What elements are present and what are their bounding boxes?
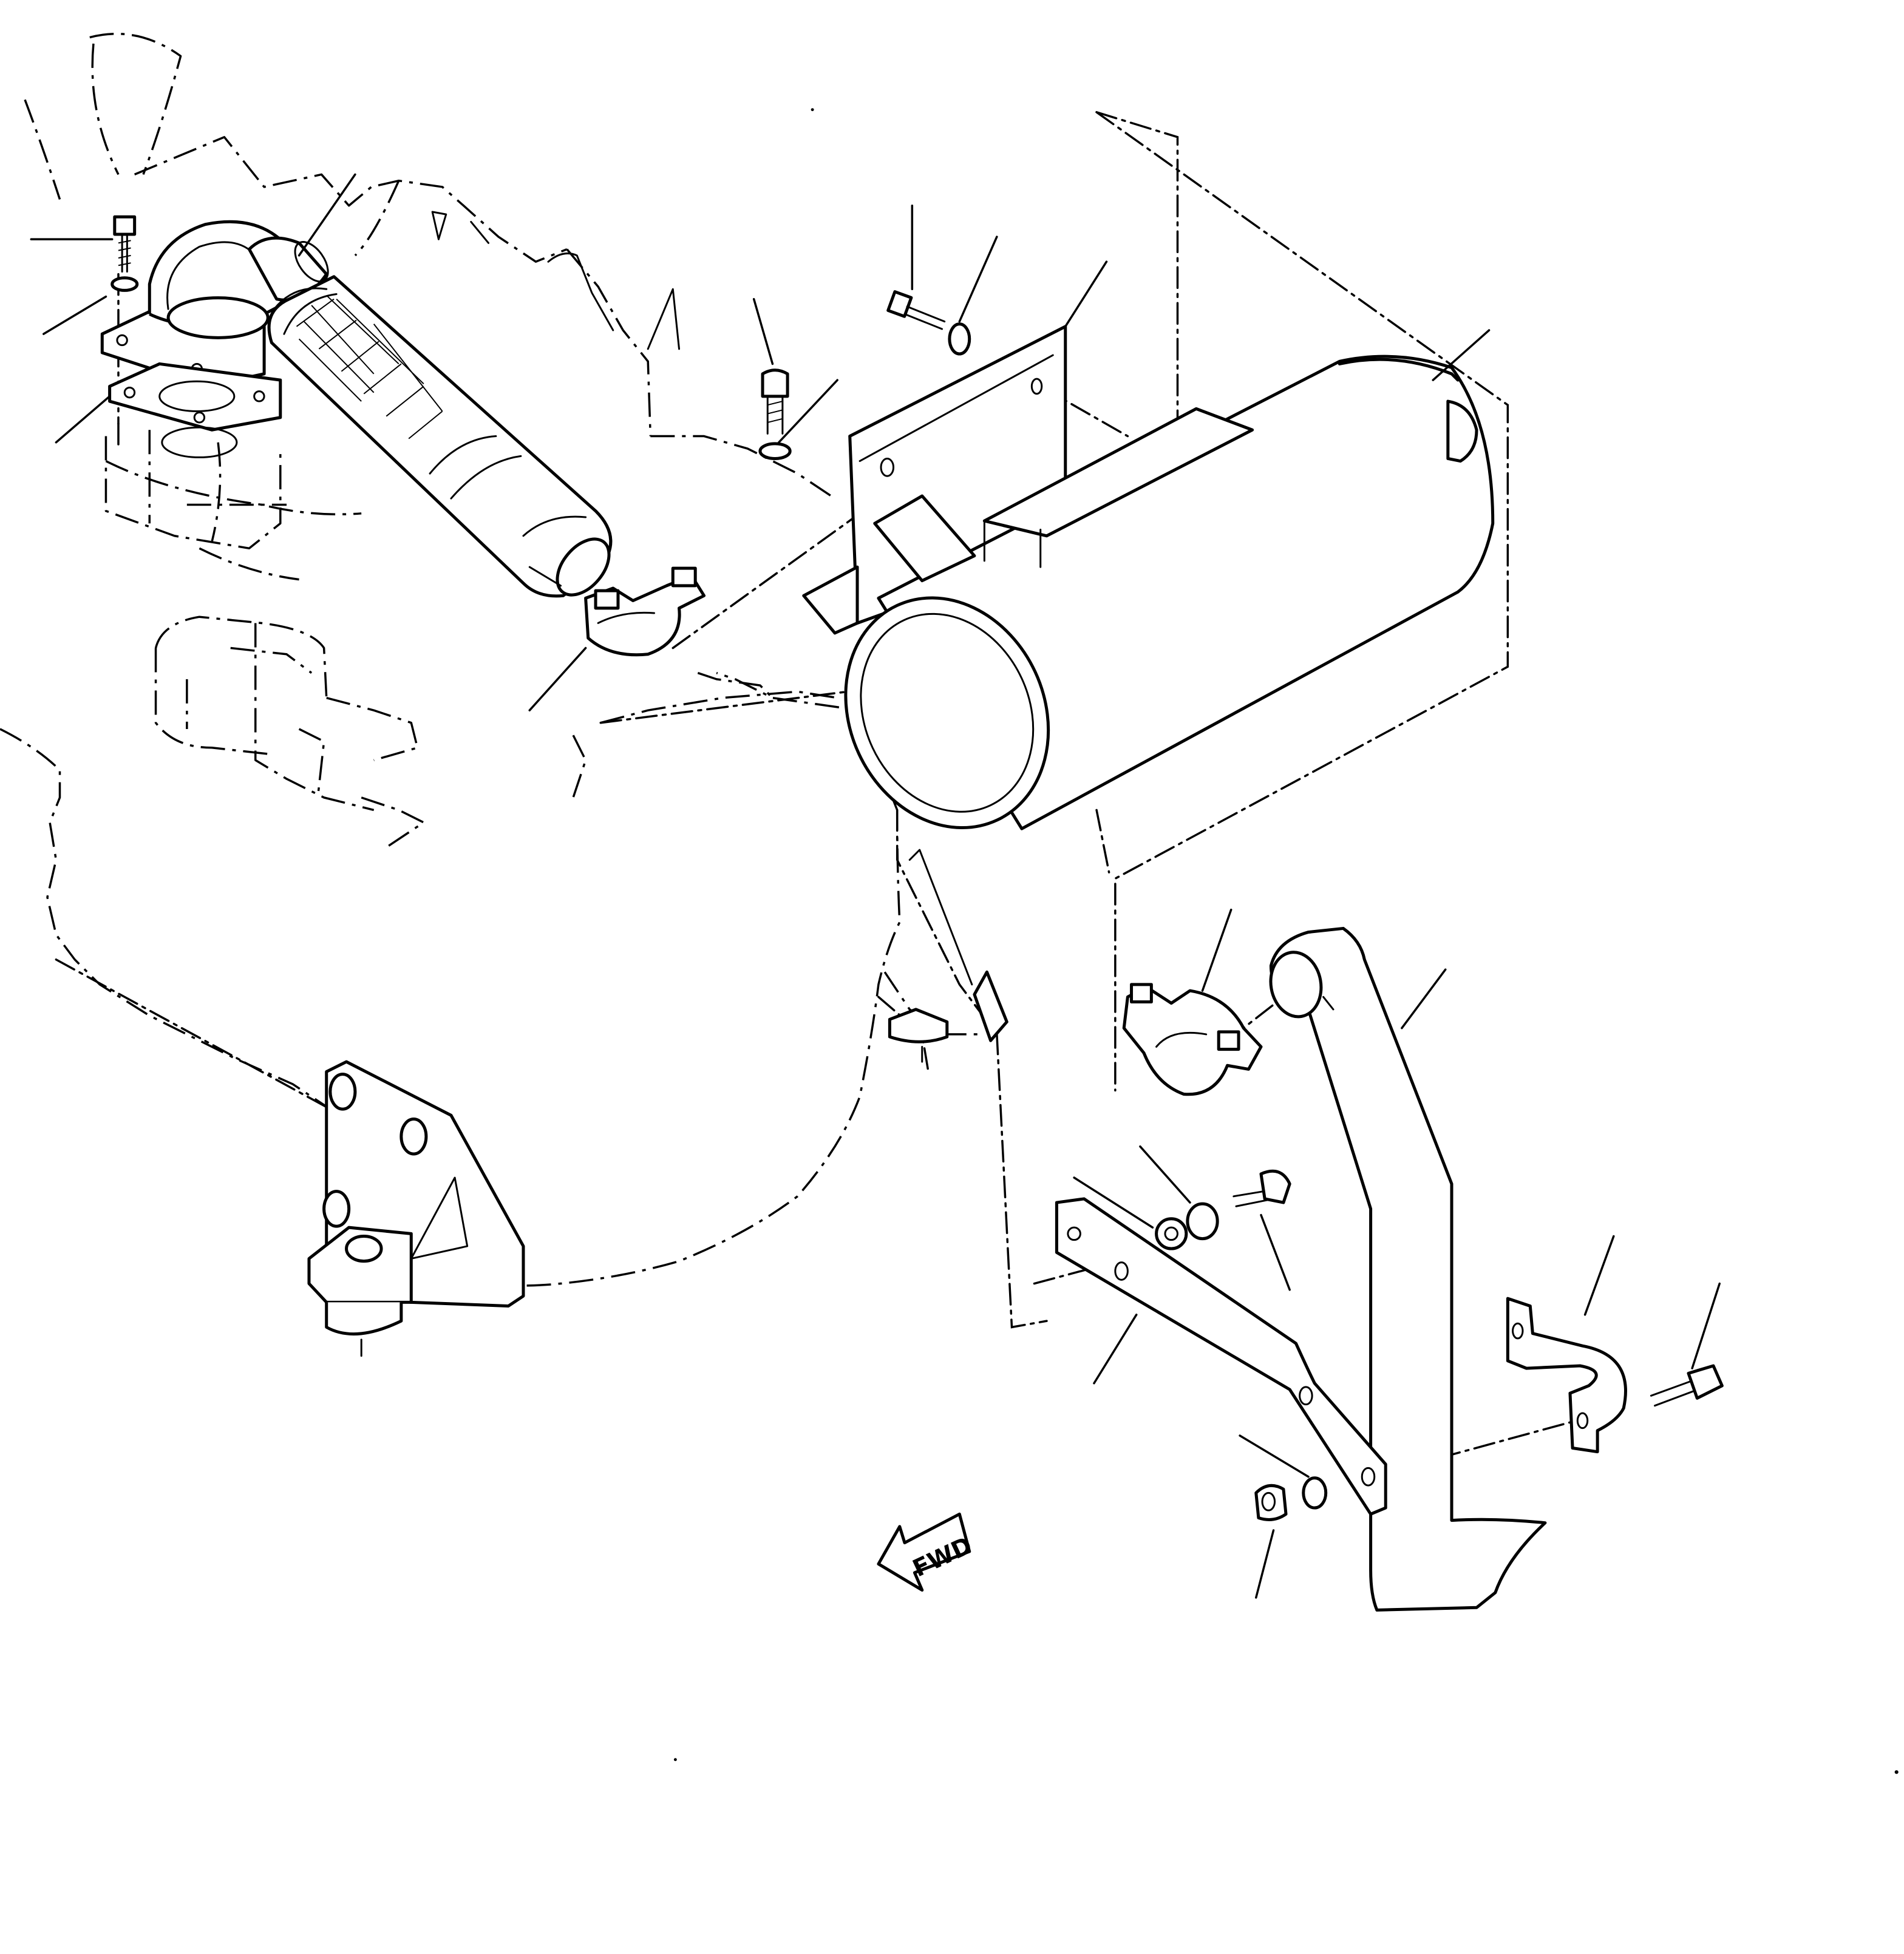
bolt-muffler bbox=[888, 292, 970, 354]
engine-mount bbox=[309, 1009, 947, 1356]
fasteners bbox=[112, 217, 1722, 1519]
exhaust-elbow bbox=[102, 222, 335, 548]
tail-pipe bbox=[1266, 928, 1545, 1610]
fwd-direction-arrow: FWD bbox=[879, 1514, 976, 1590]
u-clamp bbox=[1508, 1298, 1625, 1452]
nut-washer bbox=[1256, 1478, 1326, 1520]
flex-pipe bbox=[269, 277, 619, 605]
bolt-elbow bbox=[112, 217, 137, 290]
bolt-strap bbox=[1157, 1171, 1290, 1249]
muffler bbox=[809, 356, 1492, 861]
engine-outline bbox=[0, 34, 984, 1286]
bolt-bracket bbox=[760, 370, 790, 459]
support-strap bbox=[1056, 1199, 1386, 1514]
clamp-lower bbox=[1124, 985, 1261, 1094]
small-bracket bbox=[909, 850, 1007, 1040]
bolt-u-clamp bbox=[1651, 1366, 1722, 1406]
clamp-upper bbox=[586, 568, 704, 655]
leader-lines bbox=[31, 174, 1719, 1597]
